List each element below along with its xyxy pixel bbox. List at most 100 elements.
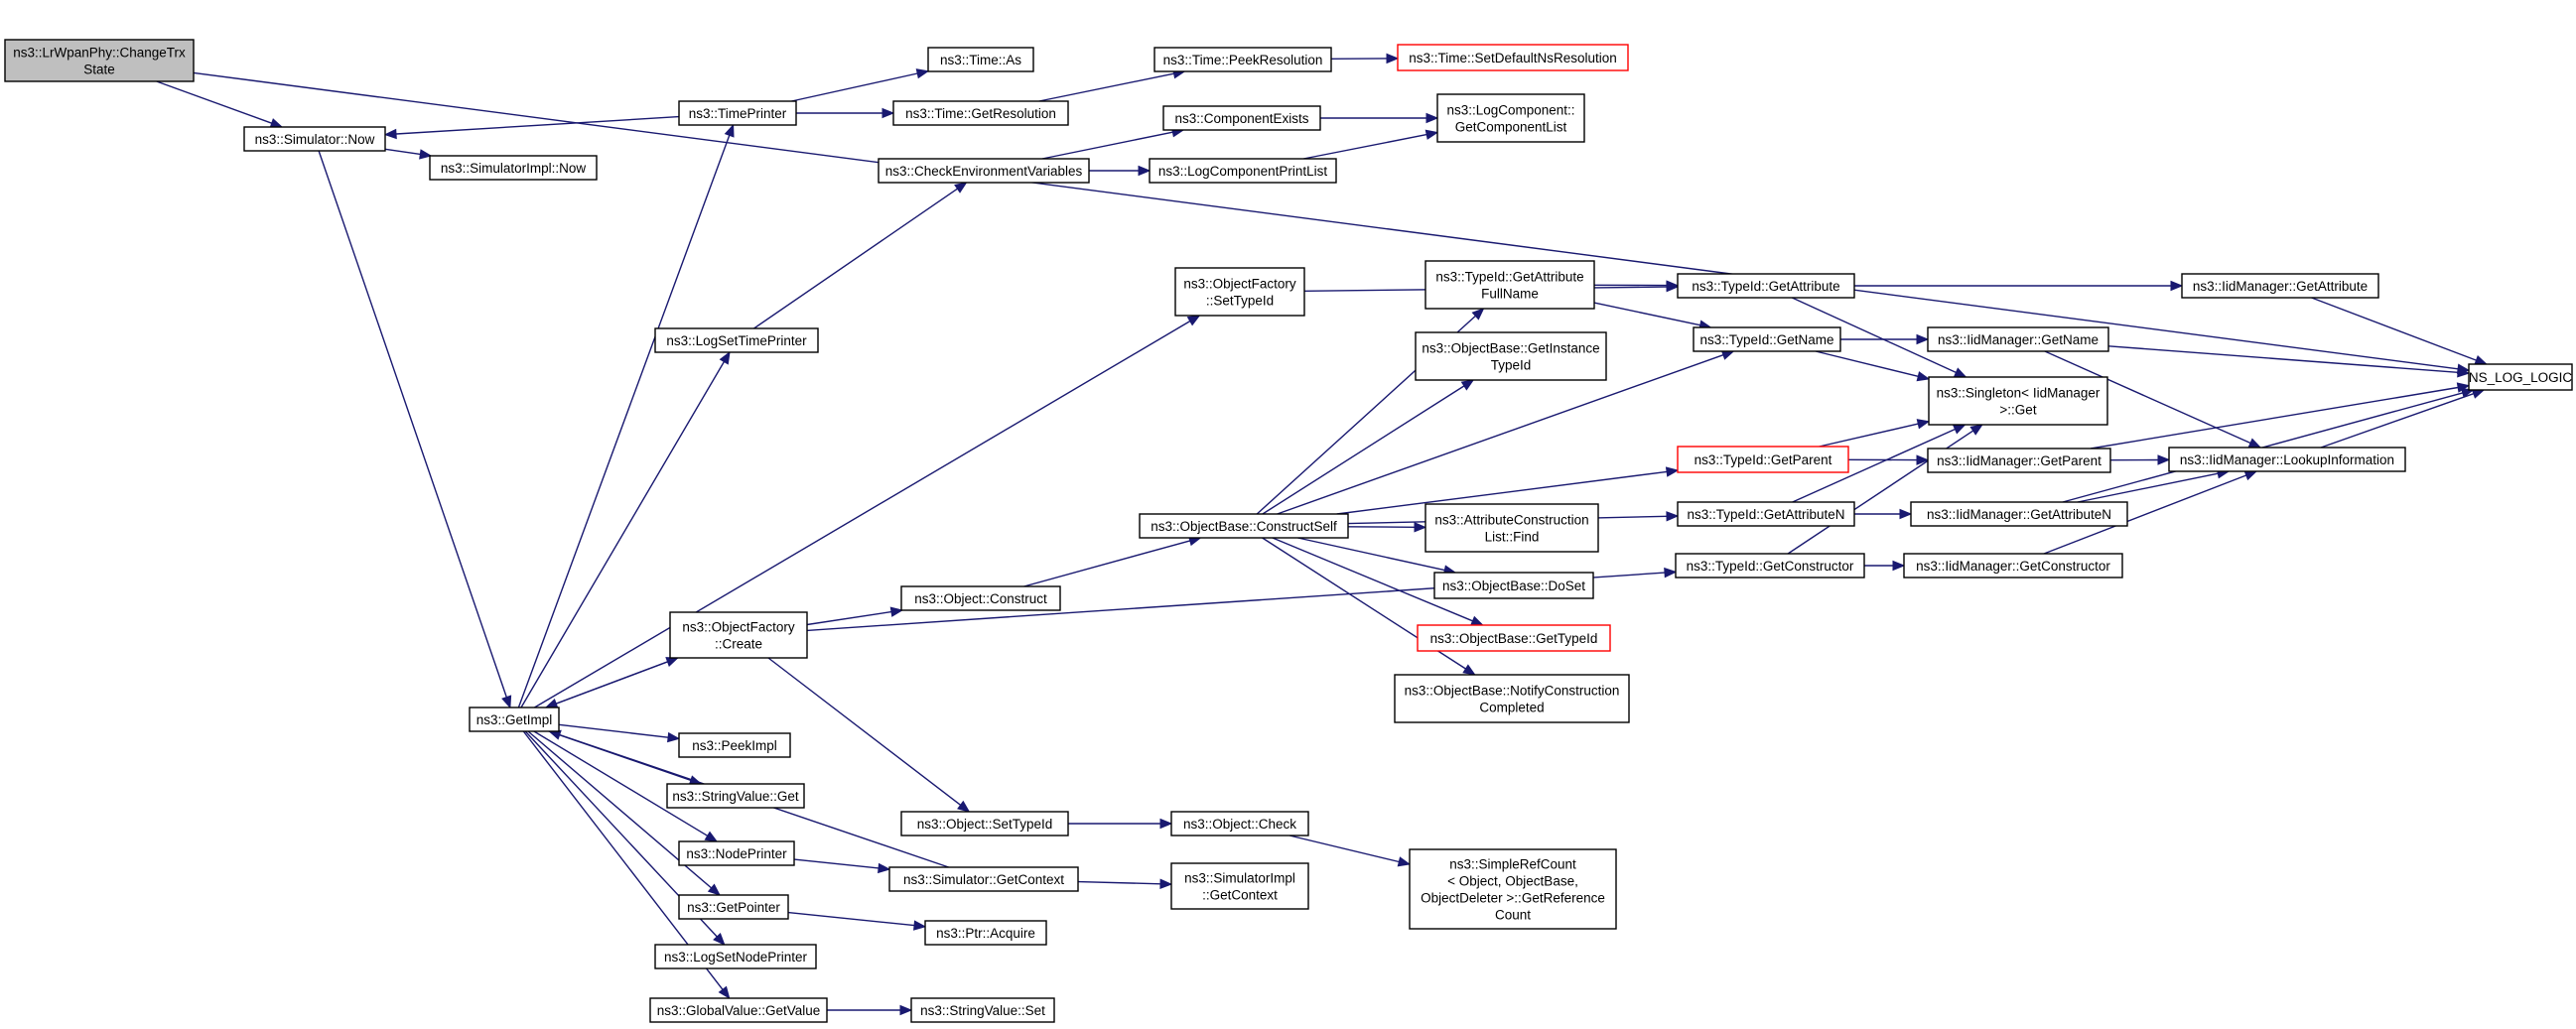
node-box — [900, 585, 1061, 611]
node-box — [1417, 624, 1611, 652]
node-timeprinter[interactable]: ns3::TimePrinter — [678, 100, 797, 126]
node-getimpl[interactable]: ns3::GetImpl — [469, 707, 560, 732]
node-getres[interactable]: ns3::Time::GetResolution — [892, 100, 1069, 126]
node-box — [678, 840, 795, 866]
node-label-line: ns3::GetImpl — [476, 712, 553, 727]
edge-line — [533, 730, 709, 836]
node-checkenv[interactable]: ns3::CheckEnvironmentVariables — [878, 158, 1090, 184]
edge-timeprinter-to-simnow — [383, 115, 680, 140]
node-objconstruct[interactable]: ns3::Object::Construct — [900, 585, 1061, 611]
edge-arrowhead — [1462, 664, 1476, 676]
node-gvgetvalue[interactable]: ns3::GlobalValue::GetValue — [649, 997, 828, 1023]
node-label-line: ns3::CheckEnvironmentVariables — [885, 164, 1083, 179]
node-label-line: ns3::LogSetNodePrinter — [664, 950, 808, 965]
edge-getconstructor-to-iidgetconstructor — [1864, 560, 1906, 572]
node-label-line: ns3::Time::SetDefaultNsResolution — [1409, 51, 1617, 65]
edge-arrowhead — [2157, 454, 2171, 465]
edge-arrowhead — [1424, 129, 1439, 140]
node-getconstructor[interactable]: ns3::TypeId::GetConstructor — [1675, 553, 1865, 579]
edge-arrowhead — [1916, 454, 1930, 465]
node-getcomplist[interactable]: ns3::LogComponent::GetComponentList — [1436, 93, 1585, 143]
node-getattrn[interactable]: ns3::TypeId::GetAttributeN — [1677, 501, 1855, 527]
node-logcompprint[interactable]: ns3::LogComponentPrintList — [1149, 158, 1337, 184]
node-nslog[interactable]: NS_LOG_LOGIC — [2468, 363, 2573, 391]
node-setdefns[interactable]: ns3::Time::SetDefaultNsResolution — [1397, 44, 1629, 71]
edge-line — [1262, 385, 1465, 515]
edge-simnow-to-getimpl — [318, 150, 512, 709]
node-label-line: State — [83, 63, 115, 77]
edge-line — [2320, 393, 2475, 449]
node-notifycons[interactable]: ns3::ObjectBase::NotifyConstructionCompl… — [1394, 674, 1630, 723]
edge-arrowhead — [1138, 165, 1152, 177]
node-strvalset[interactable]: ns3::StringValue::Set — [910, 997, 1055, 1023]
node-getname[interactable]: ns3::TypeId::GetName — [1693, 326, 1841, 352]
node-label-line: ns3::SimpleRefCount — [1449, 857, 1576, 872]
edge-line — [517, 135, 731, 708]
edge-arrowhead — [719, 350, 731, 365]
node-label-line: ns3::ObjectBase::ConstructSelf — [1151, 519, 1337, 534]
node-implgetcontext[interactable]: ns3::SimulatorImpl::GetContext — [1170, 862, 1309, 910]
node-logsetnode[interactable]: ns3::LogSetNodePrinter — [654, 944, 817, 969]
edge-line — [395, 115, 680, 135]
edge-getres-to-peekres — [1038, 68, 1186, 102]
node-iidgetparent[interactable]: ns3::IidManager::GetParent — [1927, 448, 2111, 473]
edge-line — [2107, 345, 2459, 373]
edge-objcheck-to-simplerefcount — [1288, 835, 1412, 867]
node-timeas[interactable]: ns3::Time::As — [927, 47, 1034, 72]
node-nodeprinter[interactable]: ns3::NodePrinter — [678, 840, 795, 866]
node-label-line: ns3::TimePrinter — [689, 106, 787, 121]
node-getpointer[interactable]: ns3::GetPointer — [678, 894, 789, 920]
node-iidgetattrn[interactable]: ns3::IidManager::GetAttributeN — [1910, 501, 2128, 527]
node-ofsettypeid[interactable]: ns3::ObjectFactory::SetTypeId — [1174, 267, 1305, 317]
edge-line — [793, 858, 880, 869]
node-implnow[interactable]: ns3::SimulatorImpl::Now — [429, 155, 598, 181]
node-box — [678, 100, 797, 126]
node-lookupinfo[interactable]: ns3::IidManager::LookupInformation — [2168, 447, 2406, 472]
node-iidgetname[interactable]: ns3::IidManager::GetName — [1927, 326, 2109, 352]
node-compexists[interactable]: ns3::ComponentExists — [1162, 105, 1321, 131]
edge-arrowhead — [1969, 424, 1984, 436]
node-ptracquire[interactable]: ns3::Ptr::Acquire — [924, 920, 1047, 946]
node-label-line: ns3::Object::SetTypeId — [917, 817, 1053, 832]
node-objcheck[interactable]: ns3::Object::Check — [1170, 811, 1309, 836]
node-label-line: ns3::PeekImpl — [692, 738, 777, 753]
node-doset[interactable]: ns3::ObjectBase::DoSet — [1433, 572, 1594, 599]
node-box — [1153, 47, 1332, 72]
edge-arrowhead — [383, 128, 397, 140]
node-getparent[interactable]: ns3::TypeId::GetParent — [1677, 446, 1849, 473]
edge-arrowhead — [724, 123, 735, 138]
edge-line — [1792, 428, 1956, 503]
edge-arrowhead — [915, 68, 930, 79]
edge-getimpl-to-logsettime — [520, 350, 731, 708]
node-label-line: NS_LOG_LOGIC — [2469, 370, 2573, 385]
edge-arrowhead — [718, 985, 731, 1000]
node-peekimpl[interactable]: ns3::PeekImpl — [678, 732, 791, 758]
node-getattribute[interactable]: ns3::TypeId::GetAttribute — [1677, 273, 1855, 299]
edge-arrowhead — [1397, 856, 1412, 867]
node-ofcreate[interactable]: ns3::ObjectFactory::Create — [669, 611, 808, 659]
node-iidgetconstructor[interactable]: ns3::IidManager::GetConstructor — [1903, 553, 2123, 579]
edge-arrowhead — [1159, 818, 1173, 830]
node-box — [2468, 363, 2573, 391]
node-logsettime[interactable]: ns3::LogSetTimePrinter — [654, 327, 819, 353]
node-simplerefcount[interactable]: ns3::SimpleRefCount< Object, ObjectBase,… — [1409, 848, 1617, 930]
edge-getimpl-to-ofsettypeid — [534, 315, 1201, 708]
node-label-line: ns3::IidManager::GetName — [1938, 332, 2099, 347]
node-simgetcontext[interactable]: ns3::Simulator::GetContext — [888, 866, 1079, 892]
node-iidgetattr[interactable]: ns3::IidManager::GetAttribute — [2181, 273, 2379, 299]
node-label-line: ns3::IidManager::GetAttributeN — [1927, 507, 2111, 522]
node-box — [1170, 811, 1309, 836]
node-simnow[interactable]: ns3::Simulator::Now — [243, 126, 386, 152]
edge-line — [2077, 472, 2219, 503]
node-peekres[interactable]: ns3::Time::PeekResolution — [1153, 47, 1332, 72]
node-singleton[interactable]: ns3::Singleton< IidManager>::Get — [1928, 376, 2108, 426]
node-label-line: ns3::ComponentExists — [1174, 111, 1308, 126]
node-obgettypeid[interactable]: ns3::ObjectBase::GetTypeId — [1417, 624, 1611, 652]
node-objsettypeid[interactable]: ns3::Object::SetTypeId — [900, 811, 1069, 836]
node-constructself[interactable]: ns3::ObjectBase::ConstructSelf — [1139, 513, 1349, 539]
node-strvalget[interactable]: ns3::StringValue::Get — [666, 783, 805, 809]
